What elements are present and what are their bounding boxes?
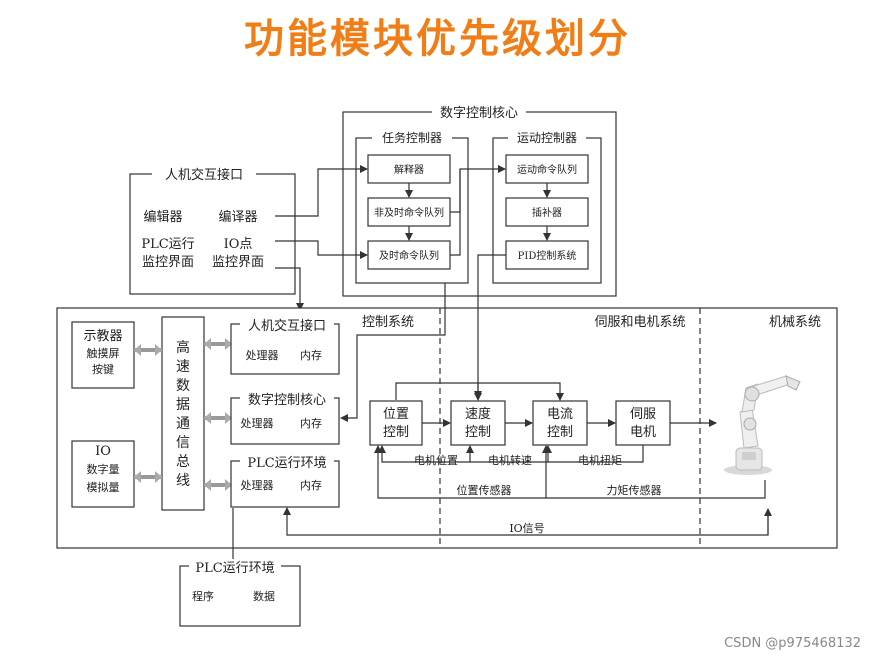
plc-ui-line1: PLC运行 <box>141 237 194 252</box>
pid-label: PID控制系统 <box>518 249 577 262</box>
hmi-top-group: 人机交互接口 编辑器 编译器 PLC运行 监控界面 IO点 监控界面 <box>129 165 368 311</box>
module-plc-right: 内存 <box>300 478 322 492</box>
realtime-queue-label: 及时命令队列 <box>379 249 439 262</box>
servo-motor-l2: 电机 <box>630 425 656 440</box>
module-hmi-right: 内存 <box>300 348 322 362</box>
torque-sensor-label: 力矩传感器 <box>607 484 662 497</box>
realtime-queue-box <box>367 240 451 270</box>
io-box <box>71 440 135 508</box>
bus-char-3: 据 <box>176 397 190 413</box>
motion-controller-title: 运动控制器 <box>517 131 577 145</box>
bus-box <box>161 316 205 511</box>
teach-pendant-title: 示教器 <box>83 328 122 344</box>
section-control-label: 控制系统 <box>362 315 414 330</box>
motion-queue-label: 运动命令队列 <box>517 163 577 176</box>
plc-ui-line2: 监控界面 <box>142 255 194 270</box>
position-control-l2: 控制 <box>383 425 409 440</box>
plc-env-right: 数据 <box>253 589 275 603</box>
cnc-core-title: 数字控制核心 <box>440 106 518 121</box>
current-control-l1: 电流 <box>547 407 573 422</box>
compiler-label: 编译器 <box>218 210 257 225</box>
section-servo-label: 伺服和电机系统 <box>594 315 685 330</box>
plc-env-group: PLC运行环境 程序 数据 <box>179 508 301 627</box>
bus-char-5: 信 <box>176 435 190 451</box>
bus-char-7: 线 <box>176 473 190 489</box>
position-control-l1: 位置 <box>383 407 409 422</box>
cnc-core-group: 数字控制核心 任务控制器 解释器 非及时命令队列 及时命令队列 运动控制器 运动… <box>342 104 617 297</box>
module-cnc-box <box>230 397 340 445</box>
editor-label: 编辑器 <box>143 210 182 225</box>
interpolator-label: 插补器 <box>532 206 562 219</box>
module-plc-box <box>230 460 340 508</box>
position-control-box <box>369 400 423 446</box>
teach-pendant-line1: 触摸屏 <box>87 346 120 360</box>
module-cnc-right: 内存 <box>300 416 322 430</box>
task-controller-title: 任务控制器 <box>382 130 442 145</box>
position-sensor-label: 位置传感器 <box>457 483 512 497</box>
servo-motor-l1: 伺服 <box>630 407 656 422</box>
io-ui-line1: IO点 <box>224 237 253 252</box>
module-hmi-title: 人机交互接口 <box>248 318 326 334</box>
hmi-top-box <box>129 173 296 295</box>
teach-pendant-line2: 按键 <box>92 362 114 376</box>
section-mech-label: 机械系统 <box>769 315 821 330</box>
servo-motor-box <box>615 400 671 446</box>
motor-position-label: 电机位置 <box>414 453 458 467</box>
module-hmi-box <box>230 323 340 375</box>
bus-char-2: 数 <box>176 378 190 394</box>
module-hmi-left: 处理器 <box>246 349 279 362</box>
hmi-top-title: 人机交互接口 <box>165 167 243 183</box>
plc-env-left: 程序 <box>192 589 214 603</box>
motor-speed-label: 电机转速 <box>488 453 532 467</box>
module-plc-left: 处理器 <box>241 479 274 492</box>
bus-char-6: 总 <box>176 454 190 470</box>
io-ui-line2: 监控界面 <box>212 255 264 270</box>
speed-control-l2: 控制 <box>465 425 491 440</box>
io-box-title: IO <box>95 444 111 459</box>
non-realtime-queue-label: 非及时命令队列 <box>374 206 444 219</box>
interpreter-box <box>367 154 451 184</box>
bus-char-4: 通 <box>176 416 190 432</box>
io-box-line2: 模拟量 <box>87 480 120 494</box>
speed-control-l1: 速度 <box>465 406 491 422</box>
current-control-l2: 控制 <box>547 425 573 440</box>
bus-char-0: 高 <box>176 339 190 356</box>
pid-box <box>505 240 589 270</box>
current-control-box <box>532 400 588 446</box>
slide-title: 功能模块优先级划分 <box>244 16 631 62</box>
watermark: CSDN @p975468132 <box>724 636 861 651</box>
teach-pendant-box <box>71 321 135 389</box>
module-plc-title: PLC运行环境 <box>247 456 326 471</box>
motion-queue-box <box>505 154 589 184</box>
io-signal-label: IO信号 <box>509 522 544 535</box>
robot-arm-image <box>724 375 801 475</box>
bus-char-1: 速 <box>176 359 190 375</box>
module-cnc-title: 数字控制核心 <box>248 393 326 408</box>
plc-env-title: PLC运行环境 <box>195 561 274 576</box>
interpreter-label: 解释器 <box>394 163 424 176</box>
module-cnc-left: 处理器 <box>241 417 274 430</box>
io-box-line1: 数字量 <box>87 462 120 476</box>
motor-torque-label: 电机扭矩 <box>578 453 622 467</box>
system-frame-group: 控制系统 伺服和电机系统 机械系统 示教器 触摸屏 按键 IO 数字量 模拟量 … <box>56 254 838 549</box>
